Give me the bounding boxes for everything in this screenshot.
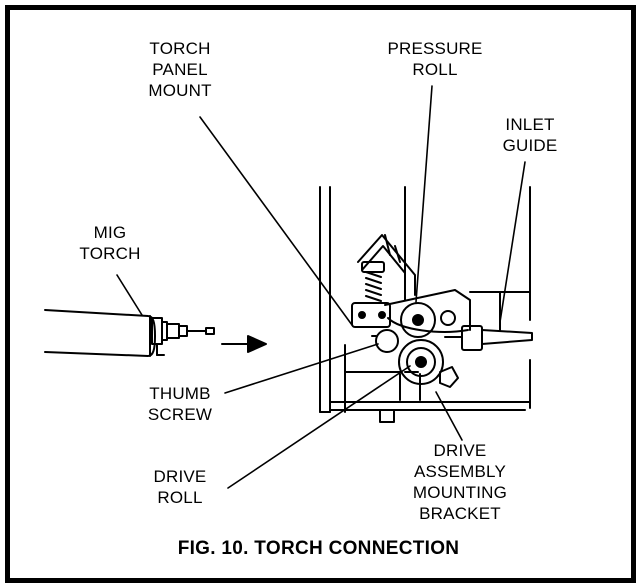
leader-thumb-screw bbox=[224, 343, 379, 394]
label-drive-assembly-mounting-bracket: DRIVE ASSEMBLY MOUNTING BRACKET bbox=[412, 441, 508, 523]
leader-inlet-guide bbox=[499, 161, 526, 323]
figure-caption: FIG. 10. TORCH CONNECTION bbox=[177, 538, 460, 559]
thumb-screw-spring bbox=[351, 261, 391, 328]
leader-torch-panel-mount bbox=[199, 116, 353, 326]
label-pressure-roll: PRESSURE ROLL bbox=[387, 39, 483, 79]
pressure-roll-arm bbox=[384, 289, 471, 333]
mig-torch-drawing bbox=[44, 309, 215, 357]
label-mig-torch: MIG TORCH bbox=[79, 223, 141, 263]
label-torch-panel-mount: TORCH PANEL MOUNT bbox=[148, 39, 212, 100]
leader-mig-torch bbox=[116, 274, 143, 316]
leader-drive-roll bbox=[227, 365, 411, 489]
leader-drive-assembly bbox=[435, 391, 463, 441]
label-inlet-guide: INLET GUIDE bbox=[502, 115, 558, 155]
drive-roll bbox=[398, 339, 459, 388]
insert-arrow bbox=[221, 335, 267, 353]
thumb-screw bbox=[371, 329, 399, 353]
pressure-roll bbox=[400, 302, 456, 338]
leader-lines bbox=[116, 85, 526, 489]
label-drive-roll: DRIVE ROLL bbox=[153, 467, 207, 507]
angled-support bbox=[357, 234, 416, 296]
leader-pressure-roll bbox=[415, 85, 433, 303]
label-thumb-screw: THUMB SCREW bbox=[147, 384, 213, 424]
inlet-guide bbox=[444, 325, 533, 351]
